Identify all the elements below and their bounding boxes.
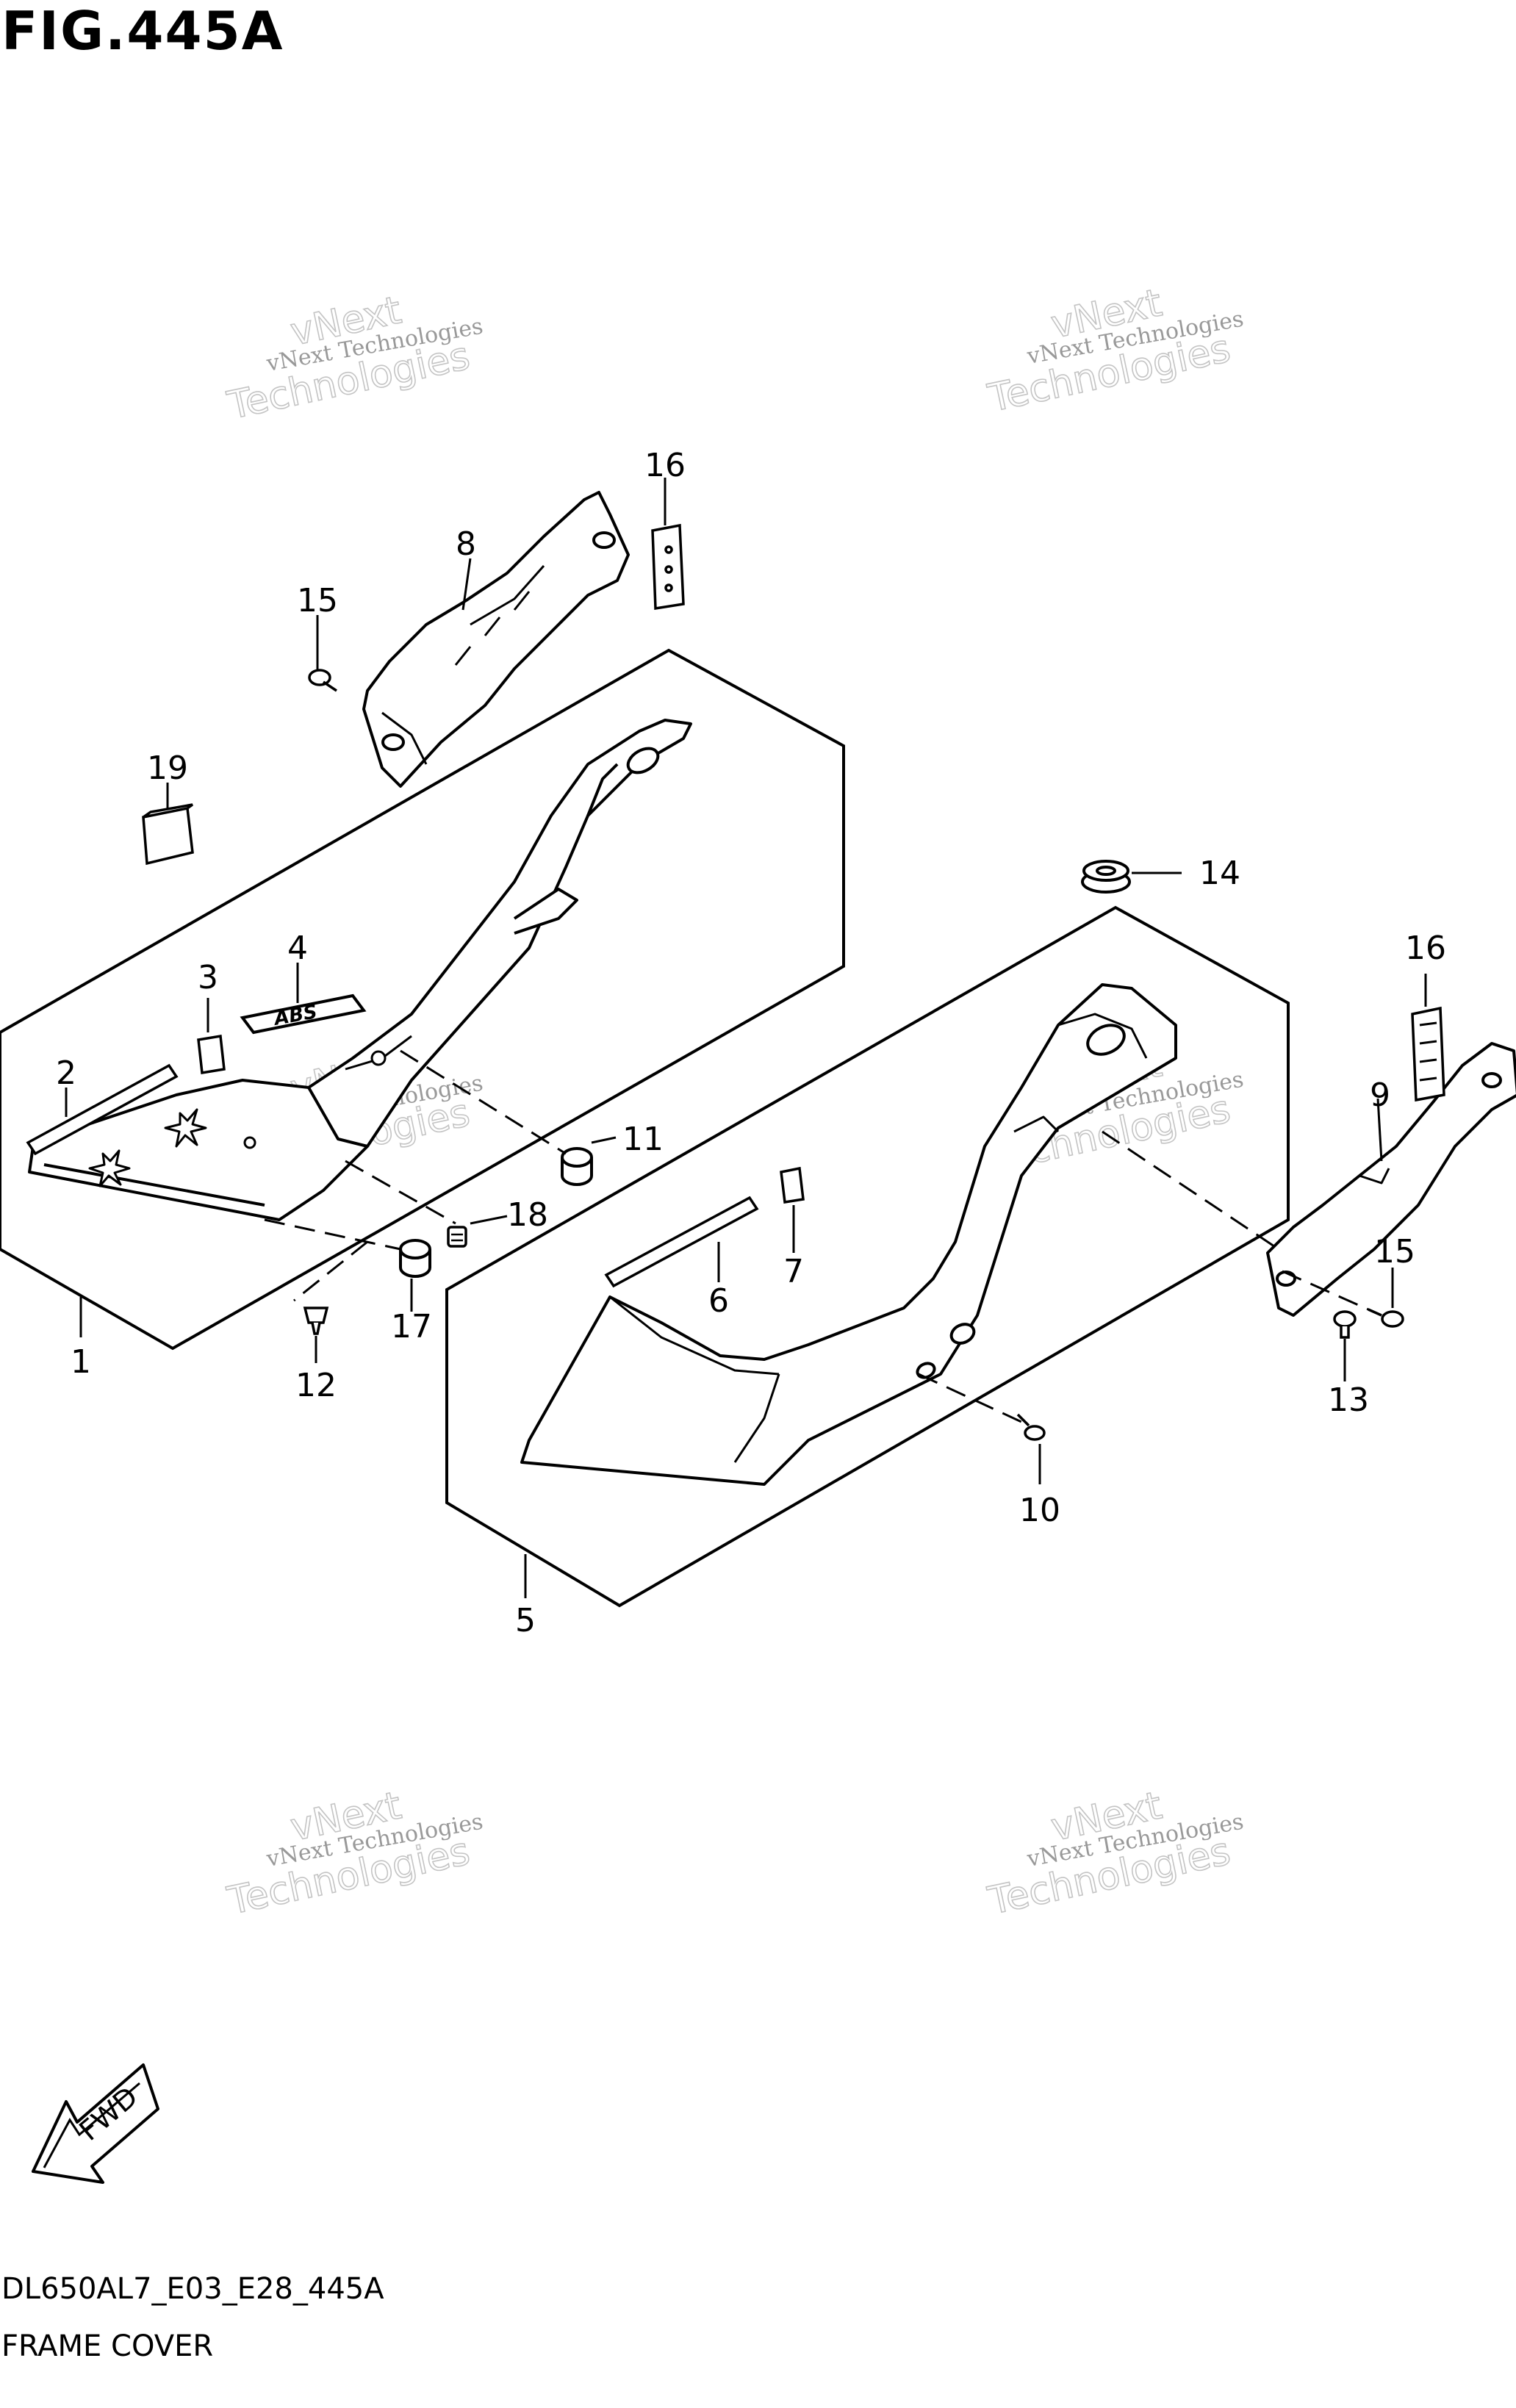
callout-4: 4	[287, 930, 308, 967]
callout-15-right: 15	[1374, 1233, 1415, 1271]
watermark-bottom-right: vNext Technologies vNext Technologies	[983, 1783, 1245, 1924]
part-6-strip	[604, 1196, 759, 1288]
right-frame-cover	[520, 983, 1177, 1486]
watermark-top-right: vNext Technologies vNext Technologies	[983, 281, 1245, 422]
callout-13: 13	[1328, 1381, 1369, 1419]
left-frame-cover	[28, 719, 692, 1221]
callout-9: 9	[1370, 1077, 1390, 1114]
callout-17: 17	[391, 1308, 432, 1345]
part-17-collar	[399, 1239, 431, 1278]
part-12-clip	[303, 1307, 329, 1335]
figure-title: FIG.445A	[1, 0, 284, 62]
part-2-strip	[26, 1063, 179, 1156]
right-assembly-outline	[445, 905, 1290, 1608]
callout-6: 6	[708, 1282, 729, 1320]
callout-19: 19	[147, 750, 188, 787]
callout-16-upper: 16	[644, 447, 686, 484]
assembly-dash-lines	[264, 1049, 1382, 1423]
callout-1: 1	[71, 1343, 91, 1381]
leader-lines	[65, 478, 1427, 1598]
callout-14: 14	[1199, 855, 1240, 892]
svg-text:ABS: ABS	[271, 1001, 319, 1030]
part-11-cushion	[561, 1147, 593, 1186]
callout-7: 7	[783, 1253, 804, 1290]
part-14-grommet	[1081, 860, 1131, 894]
part-13-bolt	[1333, 1310, 1357, 1339]
callout-10: 10	[1019, 1492, 1060, 1529]
part-10-screw	[1016, 1413, 1046, 1441]
part-7-pad	[780, 1166, 805, 1204]
callout-8: 8	[456, 525, 476, 563]
part-15-screw-upper	[308, 669, 337, 692]
callout-16-right: 16	[1405, 930, 1446, 967]
part-16-plate-upper	[651, 523, 685, 611]
callout-18: 18	[507, 1196, 548, 1234]
part-19-cushion	[142, 803, 194, 866]
callout-12: 12	[295, 1367, 337, 1404]
callout-15-upper: 15	[297, 582, 338, 619]
watermark-bottom-left: vNext Technologies vNext Technologies	[223, 1783, 484, 1924]
callout-2: 2	[56, 1054, 76, 1092]
watermark-top-left: vNext Technologies vNext Technologies	[223, 288, 484, 429]
callout-5: 5	[515, 1602, 536, 1639]
bracket-upper-left	[362, 491, 630, 788]
part-18-nut	[447, 1226, 467, 1248]
callout-11: 11	[622, 1121, 664, 1158]
fwd-arrow: FWD	[32, 2063, 159, 2184]
callout-labels: 1 2 3 4 5 6 7 8 9 10 11 12 13 14 15 15 1…	[56, 447, 1446, 1639]
part-16-plate-right	[1411, 1006, 1445, 1102]
callout-3: 3	[198, 959, 218, 996]
part-4-emblem: ABS	[240, 993, 367, 1035]
left-assembly-outline	[0, 648, 845, 1351]
part-3-pad	[197, 1034, 226, 1075]
part-15-screw-right	[1368, 1308, 1404, 1328]
figure-code: DL650AL7_E03_E28_445A	[1, 2272, 384, 2306]
figure-caption: FRAME COVER	[1, 2329, 214, 2363]
